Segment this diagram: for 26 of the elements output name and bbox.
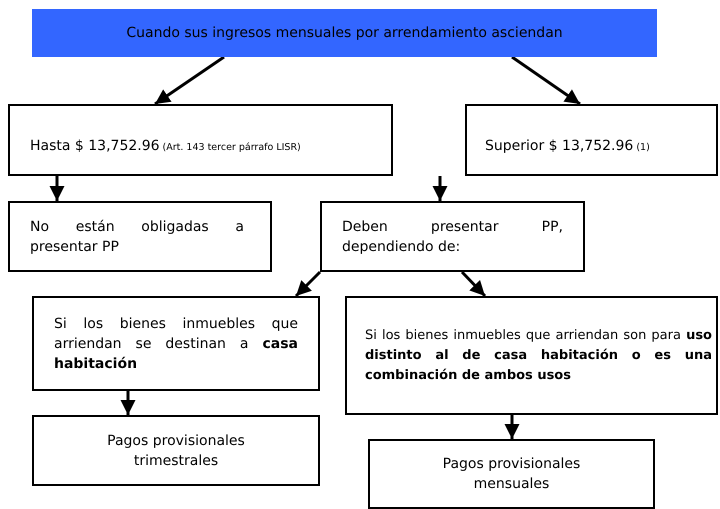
node-text: Cuando sus ingresos mensuales por arrendamiento asciendan <box>125 24 564 43</box>
arrow <box>504 415 520 439</box>
node-text: Deben presentar PP, dependiendo de: <box>342 218 563 256</box>
node-text: Pagos provisionales mensuales <box>442 455 582 494</box>
process-box <box>32 415 320 486</box>
process-box <box>32 296 320 391</box>
node-text: Pagos provisionales trimestrales <box>106 432 246 470</box>
arrow <box>511 56 581 106</box>
process-box <box>8 201 272 272</box>
node-text: Superior $ 13,752.96 (1) <box>485 137 651 156</box>
threshold-box <box>465 104 718 176</box>
node-text: Si los bienes inmuebles que arriendan son para uso distinto al de casa habitación o es una combinación de ambos usos <box>365 326 712 384</box>
arrow <box>432 176 448 201</box>
process-box <box>345 296 718 415</box>
arrow <box>154 56 225 106</box>
process-box <box>320 201 585 272</box>
arrow <box>50 176 64 201</box>
process-box <box>368 439 655 509</box>
header-banner <box>32 9 657 57</box>
node-text: No están obligadas a presentar PP <box>30 218 244 256</box>
threshold-box <box>8 104 393 176</box>
arrow <box>460 270 486 298</box>
node-text: Hasta $ 13,752.96 (Art. 143 tercer párrafo LISR) <box>30 137 302 156</box>
arrow <box>120 391 136 415</box>
arrow <box>294 270 322 298</box>
node-text: Si los bienes inmuebles que arriendan se destinan a casa habitación <box>54 314 298 374</box>
